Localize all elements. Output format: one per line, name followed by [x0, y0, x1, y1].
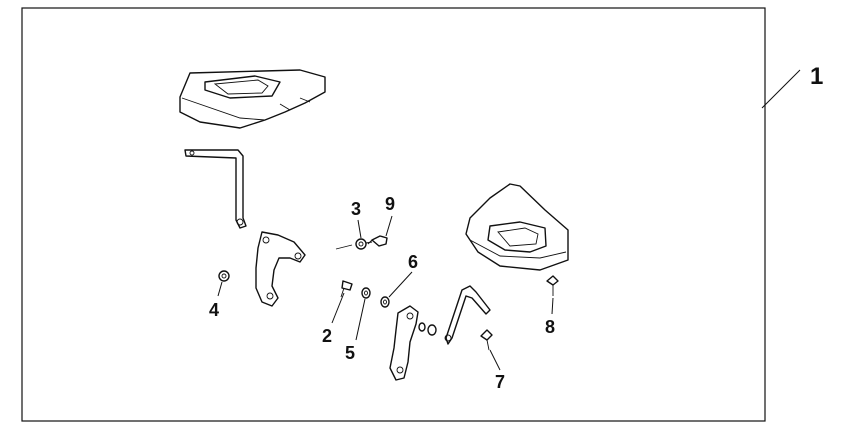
callout-4: 4 [209, 300, 219, 320]
leader-5 [355, 298, 366, 341]
leader-2 [331, 292, 345, 324]
leader-1 [761, 69, 801, 109]
leader-7 [489, 349, 501, 371]
right-stay-rod[interactable] [444, 285, 491, 345]
callout-8: 8 [545, 317, 555, 337]
left-bracket[interactable] [255, 231, 306, 307]
callout-5: 5 [345, 343, 355, 363]
right-bracket[interactable] [389, 305, 419, 381]
washer-part-6[interactable] [380, 296, 390, 308]
callout-6: 6 [408, 252, 418, 272]
leader-3 [357, 219, 362, 239]
leader-9 [385, 215, 393, 237]
spacer-parts[interactable] [418, 322, 437, 336]
left-footrest-cover[interactable] [179, 69, 326, 129]
callout-3: 3 [351, 199, 361, 219]
kit-frame [21, 7, 766, 422]
bolt-part-9[interactable] [367, 235, 388, 247]
right-footrest-cover[interactable] [465, 183, 569, 271]
leader-6 [388, 271, 413, 298]
bolt-part-2[interactable] [340, 280, 353, 298]
nut-part-4[interactable] [218, 270, 230, 282]
callout-7: 7 [495, 372, 505, 392]
callout-9: 9 [385, 194, 395, 214]
screw-part-7[interactable] [480, 329, 493, 351]
leader-4 [217, 281, 223, 297]
left-stay-rod[interactable] [184, 149, 247, 229]
washer-part-3[interactable] [355, 238, 367, 250]
callout-2: 2 [322, 326, 332, 346]
screw-part-8[interactable] [546, 275, 559, 296]
axis-line-3-9 [335, 241, 373, 250]
leader-8 [551, 297, 554, 315]
washer-part-5[interactable] [361, 287, 371, 299]
callout-1: 1 [810, 63, 823, 90]
